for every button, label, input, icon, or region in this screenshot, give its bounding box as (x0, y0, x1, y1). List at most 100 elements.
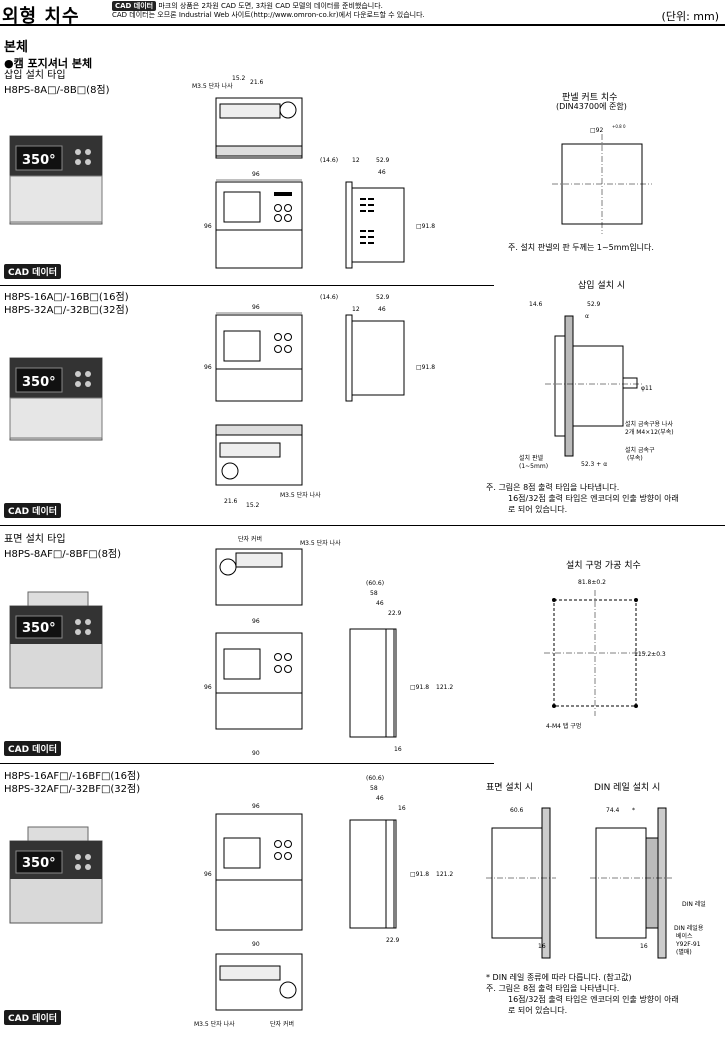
dim-14-6: (14.6) (320, 294, 338, 301)
dim-52-9: 52.9 (376, 294, 390, 301)
dim-15-2: 15.2 (232, 75, 246, 82)
flush-model-32: H8PS-32A□/-32B□(32점) (4, 305, 129, 316)
dim-58: 58 (370, 785, 378, 792)
dim-96-v: 96 (204, 684, 212, 691)
product-photo-flush-8: 350° (9, 135, 103, 225)
dim-46: 46 (376, 600, 384, 607)
fm-bracket2: (부속) (627, 454, 643, 462)
dim-16: 16 (394, 746, 402, 753)
page-title: 외형 치수 (2, 6, 80, 27)
dim-16: 16 (398, 805, 406, 812)
dim-90: 90 (252, 750, 260, 757)
panel-cutout-drawing: □92 +0.8 0 (552, 124, 652, 234)
dim-46: 46 (376, 795, 384, 802)
surface-mount-note2: 16점/32점 출력 타입은 엔코더의 인출 방향이 아래 (508, 995, 679, 1004)
fm-screw: 설치 금속구용 나사 (625, 420, 673, 428)
panel-cutout-title: 판넬 커트 치수 (562, 93, 618, 103)
surface-mount-note3: 로 되어 있습니다. (508, 1006, 568, 1015)
product-photo-surface-16: 350° (9, 826, 103, 924)
surface-mount-note0: * DIN 레일 종류에 따라 다릅니다. (참고값) (486, 973, 632, 982)
surface-din-drawing: 60.6 16 74.4 * DIN 레일 DIN 레일용 베이스 Y92F-9… (486, 807, 706, 959)
section-heading: 본체 (4, 40, 28, 55)
separator-3 (0, 763, 494, 764)
dim-96: 96 (252, 304, 260, 311)
separator-2 (0, 525, 725, 526)
display-readout: 350° (22, 153, 56, 168)
dim-90: 90 (252, 941, 260, 948)
panel-cutout-sub: (DIN43700에 준함) (556, 102, 627, 111)
dim-14-6: (14.6) (320, 157, 338, 164)
display-readout: 350° (22, 856, 56, 871)
product-photo-flush-16: 350° (9, 357, 103, 441)
dim-91-8: □91.8 (410, 871, 429, 878)
flush-mount-title: 삽입 설치 시 (578, 281, 626, 291)
fm-alpha: α (585, 313, 589, 320)
cad-desc-line2: CAD 데이터는 오므론 Industrial Web 사이트(http://w… (112, 11, 425, 19)
m35-label: M3.5 단자 나사 (280, 491, 321, 499)
panel-cutout-note: 주. 설치 판넬의 판 두께는 1~5mm입니다. (508, 243, 654, 252)
cad-badge: CAD 데이터 (112, 1, 157, 11)
cad-desc-line1: 마크의 상품은 2차원 CAD 도면, 3차원 CAD 모델의 데이터를 준비했… (158, 2, 383, 10)
sm-60-6: 60.6 (510, 807, 524, 814)
product-photo-surface-8: 350° (9, 591, 103, 689)
fm-phi11: φ11 (641, 385, 653, 392)
surface-cutout-drawing: 81.8±0.2 115.2±0.3 4-M4 탭 구멍 (544, 579, 666, 730)
m35-label: M3.5 단자 나사 (192, 82, 233, 90)
dim-96-v: 96 (204, 871, 212, 878)
fm-bracket: 설치 금속구 (625, 446, 655, 454)
dim-52-9: 52.9 (376, 157, 390, 164)
surface-cutout-title: 설치 구멍 가공 치수 (566, 561, 641, 571)
subsection-heading: ●캠 포지셔너 본체 (4, 57, 93, 70)
surface-model-8: H8PS-8AF□/-8BF□(8점) (4, 549, 122, 560)
sc-holes: 4-M4 탭 구멍 (546, 722, 581, 730)
flush-heading: 삽입 설치 타입 (4, 70, 66, 81)
sc-width: 81.8±0.2 (578, 579, 606, 586)
dm-base3: Y92F-91 (675, 941, 701, 948)
surface-model-16: H8PS-16AF□/-16BF□(16점) (4, 771, 141, 782)
dim-121-2: 121.2 (436, 684, 453, 691)
flush-model-16: H8PS-16A□/-16B□(16점) (4, 292, 129, 303)
surface-mount-note1: 주. 그림은 8점 출력 타입을 나타냅니다. (486, 984, 620, 993)
dim-58: 58 (370, 590, 378, 597)
cad-data-button-2[interactable]: CAD 데이터 (4, 503, 62, 518)
dm-base2: 베이스 (676, 932, 693, 940)
surface-heading: 표면 설치 타입 (4, 534, 66, 545)
cad-data-button-4[interactable]: CAD 데이터 (4, 1010, 62, 1025)
cad-data-button-1[interactable]: CAD 데이터 (4, 264, 62, 279)
separator-1 (0, 285, 494, 286)
surface-model-32: H8PS-32AF□/-32BF□(32점) (4, 784, 141, 795)
display-readout: 350° (22, 621, 56, 636)
drawing-surface-16: 96 96 90 M3.5 단자 나사 단자 커버 (60.6) 58 46 1… (194, 775, 453, 1028)
drawing-flush-16: 96 96 21.6 15.2 M3.5 단자 나사 (14.6) 52.9 1… (204, 294, 435, 509)
dm-base4: (별매) (676, 948, 692, 956)
fm-panel2: (1~5mm) (519, 463, 548, 470)
fm-14-6: 14.6 (529, 301, 543, 308)
dim-96: 96 (252, 618, 260, 625)
dim-46: 46 (378, 306, 386, 313)
dim-22-9: 22.9 (388, 610, 402, 617)
m35-label: M3.5 단자 나사 (300, 539, 341, 547)
cad-data-button-3[interactable]: CAD 데이터 (4, 741, 62, 756)
dim-91-8: □91.8 (416, 223, 435, 230)
drawing-surface-8: 단자 커버 M3.5 단자 나사 96 96 90 (60.6) 58 46 2… (204, 535, 453, 757)
dim-22-9: 22.9 (386, 937, 400, 944)
title-rule (0, 24, 725, 26)
dim-96-v: 96 (204, 223, 212, 230)
flush-mount-drawing: 14.6 52.9 α φ11 설치 금속구용 나사 2개 M4×12(부속) … (519, 301, 674, 470)
m35-label: M3.5 단자 나사 (194, 1020, 235, 1028)
dm-rail: DIN 레일 (682, 900, 706, 908)
din-mount-title: DIN 레일 설치 시 (594, 783, 661, 793)
dim-60-6: (60.6) (366, 775, 384, 782)
dim-121-2: 121.2 (436, 871, 453, 878)
cutout-tol: +0.8 0 (612, 124, 626, 129)
dm-star: * (632, 807, 635, 814)
dim-12: 12 (352, 157, 360, 164)
flush-mount-note3: 로 되어 있습니다. (508, 505, 568, 514)
dim-21-6: 21.6 (224, 498, 238, 505)
dim-46: 46 (378, 169, 386, 176)
fm-screw2: 2개 M4×12(부속) (625, 428, 674, 436)
surface-mount-title: 표면 설치 시 (486, 783, 534, 793)
flush-mount-note1: 주. 그림은 8점 출력 타입을 나타냅니다. (486, 483, 620, 492)
dim-60-6: (60.6) (366, 580, 384, 587)
dim-15-2: 15.2 (246, 502, 260, 509)
